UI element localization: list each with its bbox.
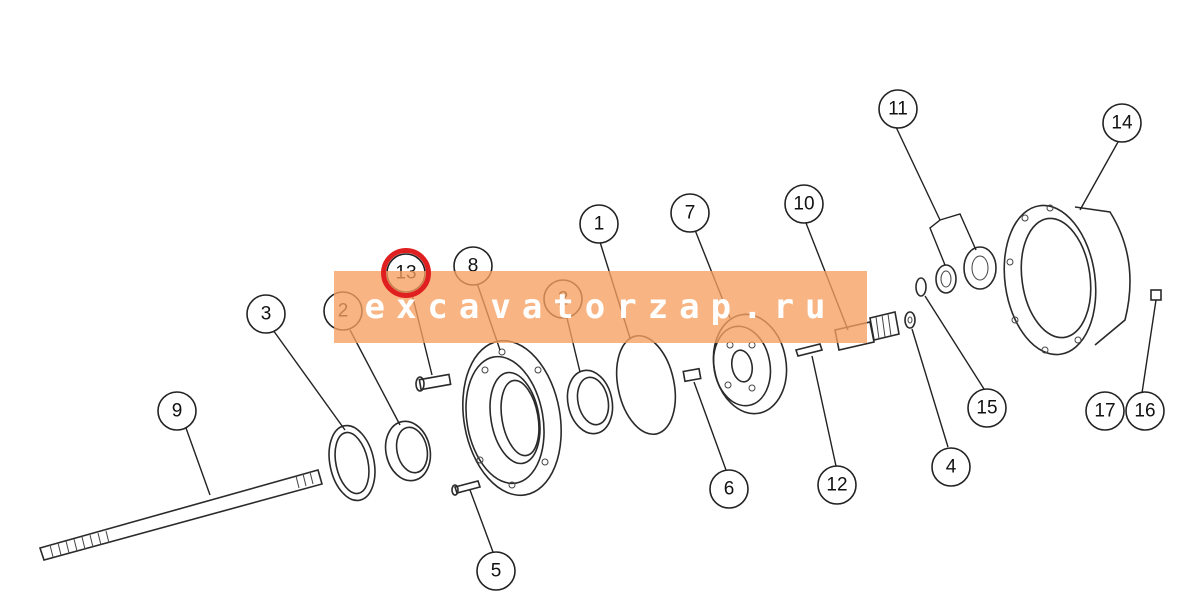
- part-5-screw: [451, 480, 482, 496]
- svg-text:8: 8: [468, 256, 479, 277]
- part-12-bolt: [794, 343, 824, 357]
- callout-16: 16: [1125, 391, 1165, 431]
- part-6-pin: [682, 367, 702, 383]
- svg-text:15: 15: [976, 398, 997, 419]
- callout-14: 14: [1102, 103, 1142, 143]
- callout-3: 3: [246, 294, 286, 334]
- part-2-seal-right: [566, 369, 614, 435]
- callout-11: 11: [878, 89, 918, 129]
- svg-text:11: 11: [888, 99, 908, 120]
- svg-text:10: 10: [793, 194, 814, 215]
- svg-text:1: 1: [594, 214, 605, 235]
- highlight-ring-13: [381, 248, 431, 298]
- svg-text:9: 9: [172, 401, 183, 422]
- svg-text:12: 12: [826, 475, 847, 496]
- callout-15: 15: [967, 388, 1007, 428]
- part-15-circlip: [915, 277, 927, 297]
- part-1-o-ring: [615, 334, 677, 436]
- part-8-housing: [462, 339, 562, 497]
- callout-4: 4: [931, 447, 971, 487]
- part-3-ring: [328, 424, 376, 502]
- svg-text:17: 17: [1094, 401, 1115, 422]
- callout-9: 9: [157, 391, 197, 431]
- callout-10: 10: [784, 184, 824, 224]
- part-9-shaft: [38, 469, 323, 561]
- svg-text:7: 7: [685, 203, 696, 224]
- svg-text:3: 3: [261, 304, 272, 325]
- part-11-bearings: [935, 246, 997, 294]
- part-4-washer: [904, 311, 916, 329]
- svg-text:14: 14: [1111, 113, 1133, 134]
- svg-text:16: 16: [1134, 401, 1155, 422]
- svg-text:4: 4: [946, 457, 957, 478]
- svg-text:6: 6: [724, 479, 735, 500]
- part-14-hub: [1003, 204, 1131, 356]
- callout-5: 5: [476, 551, 516, 591]
- part-13-bolt: [415, 373, 452, 392]
- callout-12: 12: [817, 465, 857, 505]
- svg-text:5: 5: [491, 561, 502, 582]
- part-16-17-plug: [1150, 289, 1162, 301]
- callout-1: 1: [579, 204, 619, 244]
- part-2-seal-left: [384, 420, 432, 482]
- callout-6: 6: [709, 469, 749, 509]
- callout-17: 17: [1085, 391, 1125, 431]
- callout-7: 7: [670, 193, 710, 233]
